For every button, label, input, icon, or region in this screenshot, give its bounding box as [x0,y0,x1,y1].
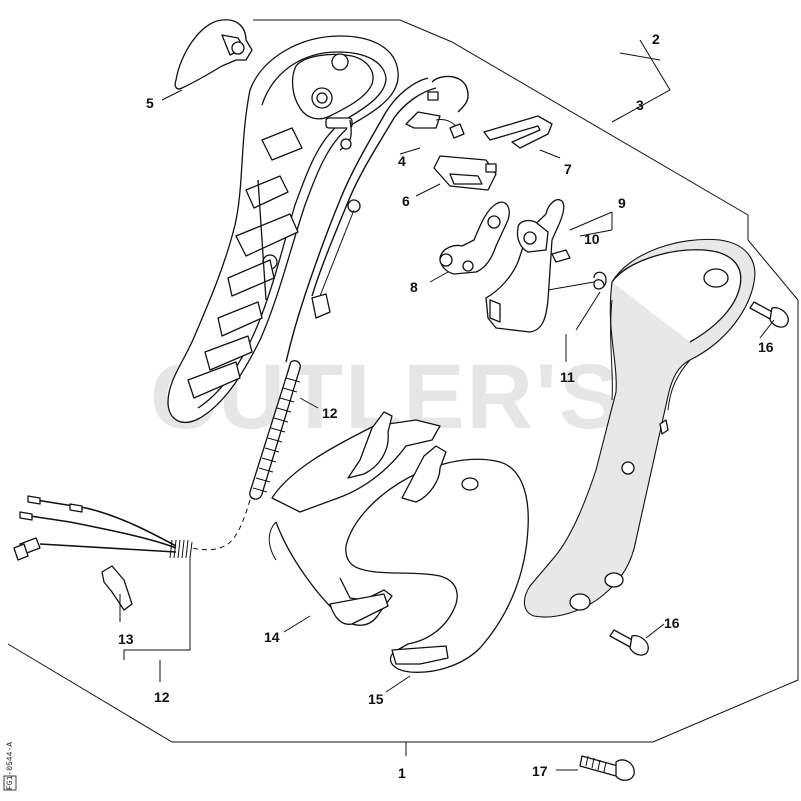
figure-code: FG1-0544-A [6,742,15,790]
callout-1: 1 [398,765,406,781]
callout-10: 10 [584,231,600,247]
callout-14: 14 [264,629,280,645]
assembly-boundary-lower [7,239,799,743]
callout-11: 11 [560,369,575,385]
callout-16-lower: 16 [664,615,680,631]
part-5-knob [174,19,253,90]
part-4-switch [405,111,465,139]
callout-15: 15 [368,691,384,707]
callout-4: 4 [398,153,406,169]
callout-7: 7 [564,161,572,177]
callout-5: 5 [146,95,154,111]
part-13-bracket [101,565,133,611]
harness-coil [169,539,193,559]
part-14-inner-shell [268,411,441,626]
part-3-handle-half [523,238,756,618]
part-2-handle-housing [167,35,399,423]
callout-2: 2 [652,31,660,47]
part-7-clip [483,115,553,149]
callout-12-lower: 12 [154,689,170,705]
callout-6: 6 [402,193,410,209]
part-17-bolt [579,755,635,781]
part-9-throttle-trigger [485,198,565,333]
figure-code-box [3,775,17,791]
callout-9: 9 [618,195,626,211]
part-11-spring [547,271,607,331]
leader-lines [119,39,775,771]
callout-8: 8 [410,279,418,295]
part-6-slider [433,155,497,191]
callout-3: 3 [636,97,644,113]
callout-13: 13 [118,631,134,647]
cable-coil [252,377,301,493]
part-16-screw-upper [749,301,789,328]
part-8-lever [439,201,510,275]
callout-16-upper: 16 [758,339,774,355]
part-12-throttle-cable [191,75,469,551]
part-15-outer-shell [345,445,529,673]
callout-12-upper: 12 [322,405,338,421]
part-12-cable-harness [13,495,193,561]
part-10-pin [551,249,571,263]
callout-17: 17 [532,763,548,779]
part-16-screw-lower [609,629,649,656]
assembly-boundary [253,19,749,240]
